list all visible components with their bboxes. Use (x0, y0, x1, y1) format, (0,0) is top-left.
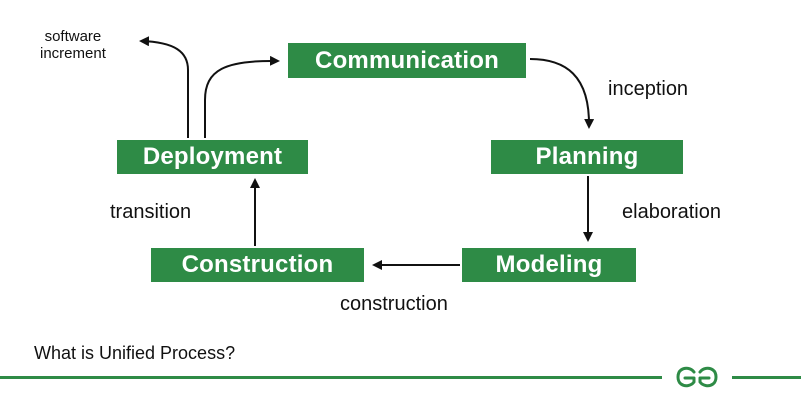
footer-line-left (0, 376, 662, 379)
node-communication: Communication (288, 43, 526, 78)
node-construction: Construction (151, 248, 364, 282)
arrow-deployment-to-software-increment (139, 36, 189, 138)
edge-label-software-increment: software increment (40, 28, 106, 62)
edge-label-inception: inception (608, 78, 689, 100)
geeksforgeeks-logo-icon (672, 364, 722, 390)
node-planning-label: Planning (535, 143, 639, 170)
edge-label-elaboration: elaboration (622, 201, 721, 223)
node-construction-label: Construction (181, 251, 334, 278)
software-increment-line1: software (44, 28, 102, 45)
page-caption: What is Unified Process? (34, 343, 236, 363)
node-communication-label: Communication (315, 46, 499, 74)
node-modeling-label: Modeling (495, 251, 603, 278)
arrow-communication-to-planning (529, 58, 595, 129)
software-increment-line2: increment (40, 45, 106, 62)
edge-label-transition: transition (110, 201, 192, 223)
arrow-deployment-to-communication (204, 55, 280, 138)
edge-label-construction: construction (340, 293, 448, 315)
footer-line-right (732, 376, 801, 379)
node-planning: Planning (491, 140, 683, 174)
node-modeling: Modeling (462, 248, 636, 282)
node-deployment-label: Deployment (142, 143, 283, 170)
node-deployment: Deployment (117, 140, 308, 174)
